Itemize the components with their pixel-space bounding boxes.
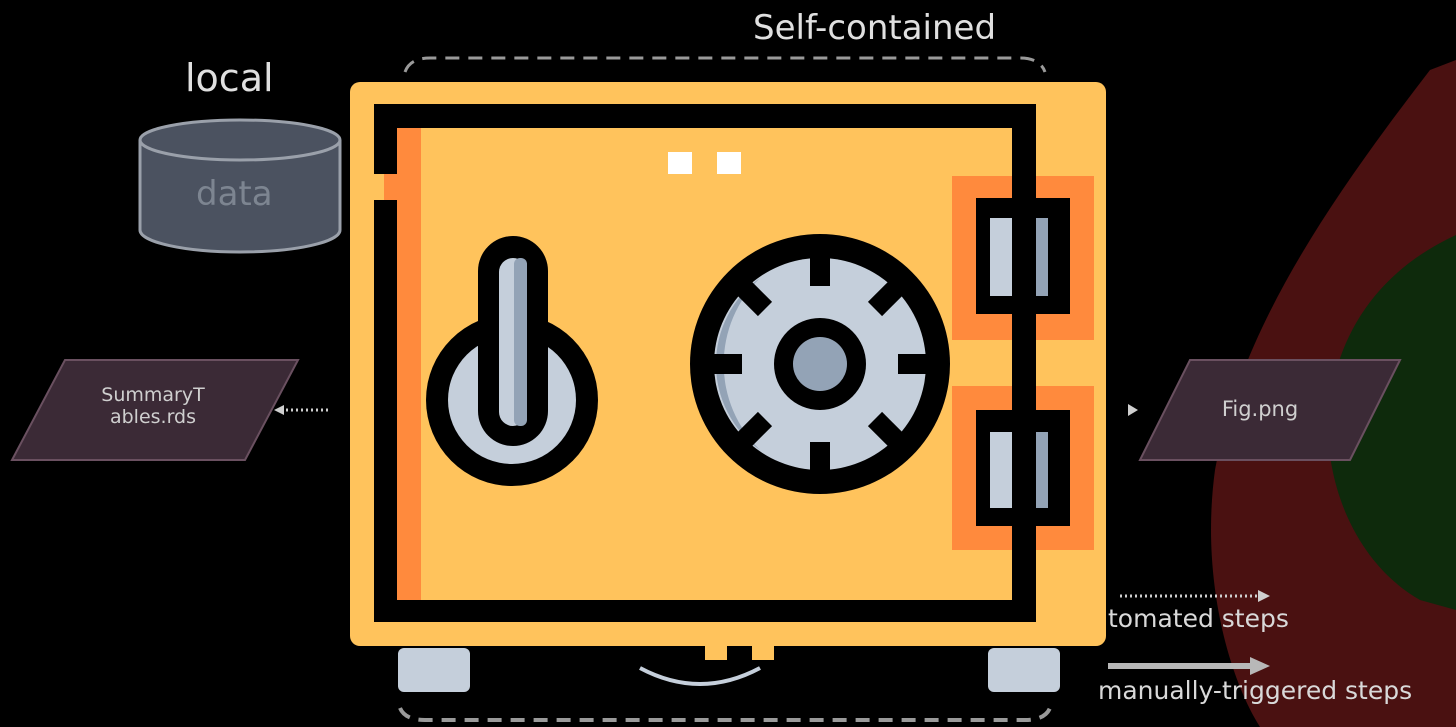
safe-door-stripe-notch xyxy=(384,174,397,200)
safe-foot-left xyxy=(398,648,470,692)
safe-door-stripe xyxy=(397,128,421,600)
combination-dial-icon xyxy=(690,234,950,494)
safe-foot-right xyxy=(988,648,1060,692)
safe-indicator-light-2 xyxy=(717,152,741,174)
safe-bottom-swoosh xyxy=(640,668,760,684)
safe-indicator-light-1 xyxy=(668,152,692,174)
